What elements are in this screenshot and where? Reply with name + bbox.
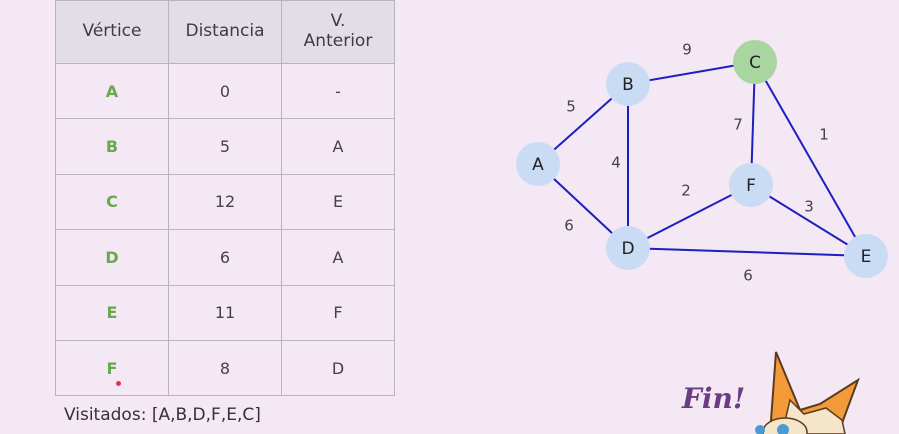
previous-cell: A	[281, 118, 395, 175]
node-circle	[844, 234, 888, 278]
node-circle	[733, 40, 777, 84]
vertex-cell: F	[55, 339, 169, 397]
node-label: A	[532, 155, 544, 175]
node-label: D	[621, 239, 634, 259]
node-circle	[729, 163, 773, 207]
edge-C-E	[754, 61, 867, 257]
header-previous-line2: Anterior	[303, 31, 373, 51]
distance-cell: 6	[168, 229, 282, 286]
fin-text: Fin!	[682, 382, 746, 415]
edge-D-F	[627, 184, 752, 249]
edge-weight-C-E: 1	[819, 126, 829, 144]
pointer-dot	[116, 381, 121, 386]
header-previous-line1: V.	[330, 11, 346, 32]
vertex-cell: A	[55, 62, 169, 120]
distance-cell: 11	[168, 284, 282, 341]
vertex-cell: D	[55, 229, 169, 286]
vertex-cell: E	[55, 284, 169, 341]
header-vertex: Vértice	[55, 0, 169, 64]
nodes-layer: A B C D E F	[516, 40, 888, 278]
node-label: C	[749, 53, 761, 73]
node-E: E	[844, 234, 888, 278]
table-header-row: Vértice Distancia V.Anterior	[55, 0, 395, 64]
edge-weight-C-F: 7	[733, 116, 743, 134]
previous-cell: F	[281, 284, 395, 341]
edge-weight-B-D: 4	[611, 154, 621, 172]
edge-weight-A-D: 6	[564, 217, 574, 235]
edge-F-E	[750, 184, 867, 257]
distance-cell: 0	[168, 62, 282, 120]
node-label: E	[861, 247, 872, 267]
edge-weight-A-B: 5	[566, 98, 576, 116]
edge-weight-D-E: 6	[743, 267, 753, 285]
node-B: B	[606, 62, 650, 106]
previous-cell: A	[281, 229, 395, 286]
previous-cell: D	[281, 339, 395, 397]
distance-cell: 8	[168, 339, 282, 397]
node-F: F	[729, 163, 773, 207]
node-circle	[516, 142, 560, 186]
node-C: C	[733, 40, 777, 84]
node-A: A	[516, 142, 560, 186]
edge-D-E	[627, 247, 867, 257]
node-circle	[606, 62, 650, 106]
weights-layer: 5 6 9 4 7 1 2 3 6	[564, 41, 829, 285]
node-D: D	[606, 226, 650, 270]
previous-cell: E	[281, 173, 395, 231]
edge-weight-B-C: 9	[682, 41, 692, 59]
node-circle	[606, 226, 650, 270]
visited-list: Visitados: [A,B,D,F,E,C]	[64, 405, 261, 425]
node-label: B	[622, 75, 634, 95]
node-label: F	[746, 176, 756, 196]
edge-weight-F-E: 3	[804, 198, 814, 216]
edge-weight-D-F: 2	[681, 182, 691, 200]
